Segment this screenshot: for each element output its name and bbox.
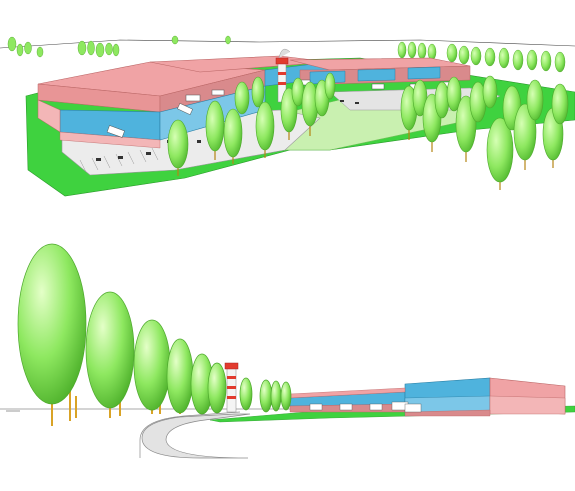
tree-icon <box>280 381 292 411</box>
tower-icon <box>224 362 239 413</box>
ground-view <box>0 226 575 491</box>
aerial-view <box>0 0 575 215</box>
road <box>139 411 251 459</box>
horizon-line <box>0 39 575 49</box>
tree-icon <box>133 319 171 411</box>
truck-icon <box>309 401 422 413</box>
tower-icon <box>275 48 291 103</box>
tree-icon <box>239 377 253 411</box>
tree-row <box>17 243 292 426</box>
tree-icon <box>207 362 227 414</box>
aerial-scene-svg <box>0 35 575 197</box>
distant-trees-left <box>7 35 231 58</box>
aerial-trees <box>167 72 569 190</box>
tree-icon <box>17 243 87 405</box>
distant-trees-right <box>397 41 566 73</box>
tree-icon <box>85 291 135 409</box>
warehouse-east <box>289 57 471 85</box>
tree-icon <box>166 338 194 414</box>
warehouse-long <box>289 377 566 417</box>
tree-icon <box>259 379 273 413</box>
tree-icon <box>270 380 282 412</box>
ground-scene-svg <box>0 243 575 459</box>
